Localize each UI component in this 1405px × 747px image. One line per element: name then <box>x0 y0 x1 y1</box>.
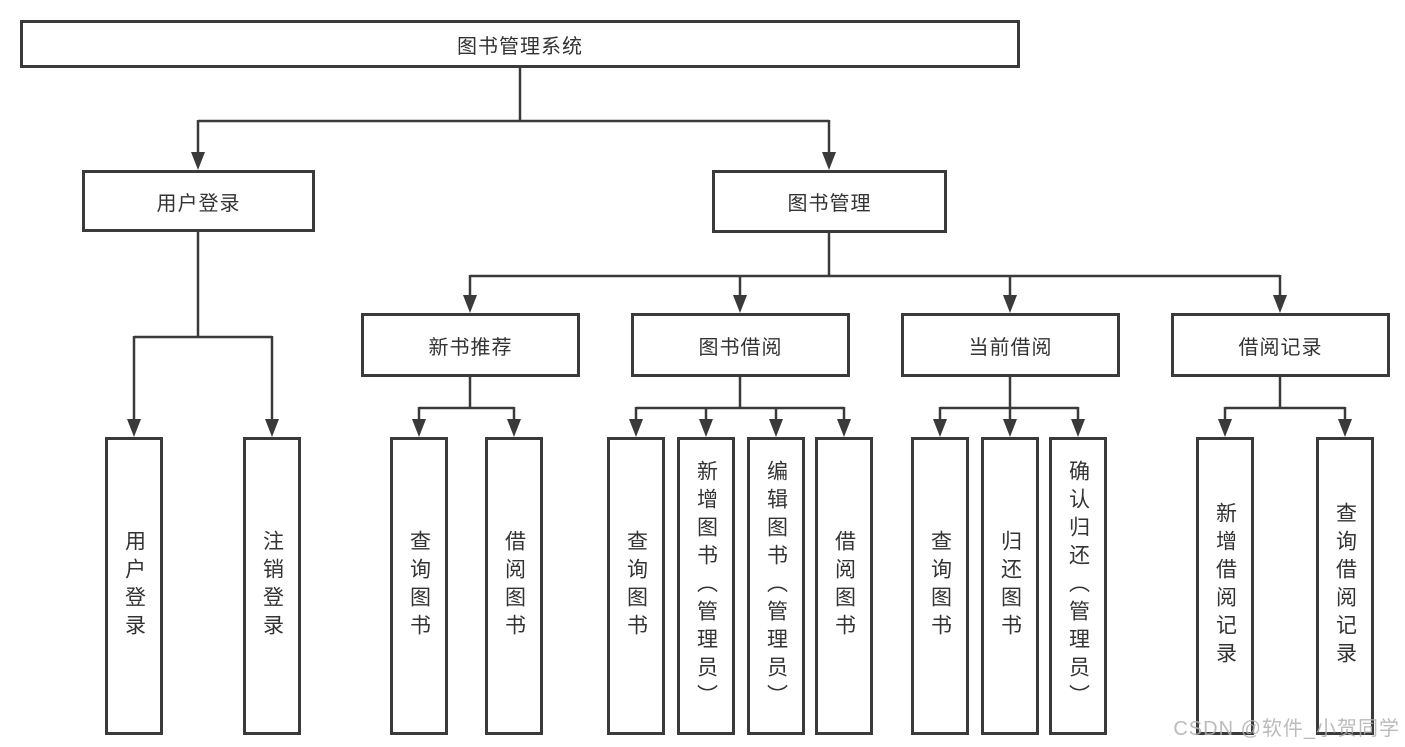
leaf-confirm-return-admin: 确认归还（管理员） <box>1049 437 1107 735</box>
node-borrow-records: 借阅记录 <box>1171 313 1390 377</box>
leaf-borrow-book-recommend: 借阅图书 <box>485 437 543 735</box>
arrowheads-borrow-records <box>1218 419 1352 437</box>
node-root-system: 图书管理系统 <box>20 20 1020 68</box>
leaf-add-book-admin: 新增图书（管理员） <box>677 437 735 735</box>
leaf-logout: 注销登录 <box>243 437 301 735</box>
leaf-borrow-book: 借阅图书 <box>815 437 873 735</box>
leaf-query-book-current: 查询图书 <box>911 437 969 735</box>
node-current-borrow: 当前借阅 <box>901 313 1120 377</box>
leaf-query-book-recommend: 查询图书 <box>390 437 448 735</box>
leaf-query-book-borrow: 查询图书 <box>607 437 665 735</box>
csdn-watermark: CSDN @软件_小贺同学 <box>1173 718 1400 740</box>
arrowheads-book-borrow <box>629 419 851 437</box>
arrowheads-current-borrow <box>933 419 1085 437</box>
node-book-borrow: 图书借阅 <box>631 313 850 377</box>
leaf-query-borrow-record: 查询借阅记录 <box>1316 437 1374 735</box>
arrowheads-level2 <box>191 152 836 170</box>
node-new-book-recommend: 新书推荐 <box>361 313 580 377</box>
arrowheads-user-login <box>127 419 279 437</box>
leaf-edit-book-admin: 编辑图书（管理员） <box>747 437 805 735</box>
arrowheads-new-book <box>412 419 521 437</box>
node-user-login: 用户登录 <box>82 170 315 232</box>
node-book-management: 图书管理 <box>712 170 947 233</box>
arrowheads-modules <box>463 295 1287 313</box>
leaf-user-login: 用户登录 <box>105 437 163 735</box>
leaf-return-book: 归还图书 <box>981 437 1039 735</box>
leaf-add-borrow-record: 新增借阅记录 <box>1196 437 1254 735</box>
